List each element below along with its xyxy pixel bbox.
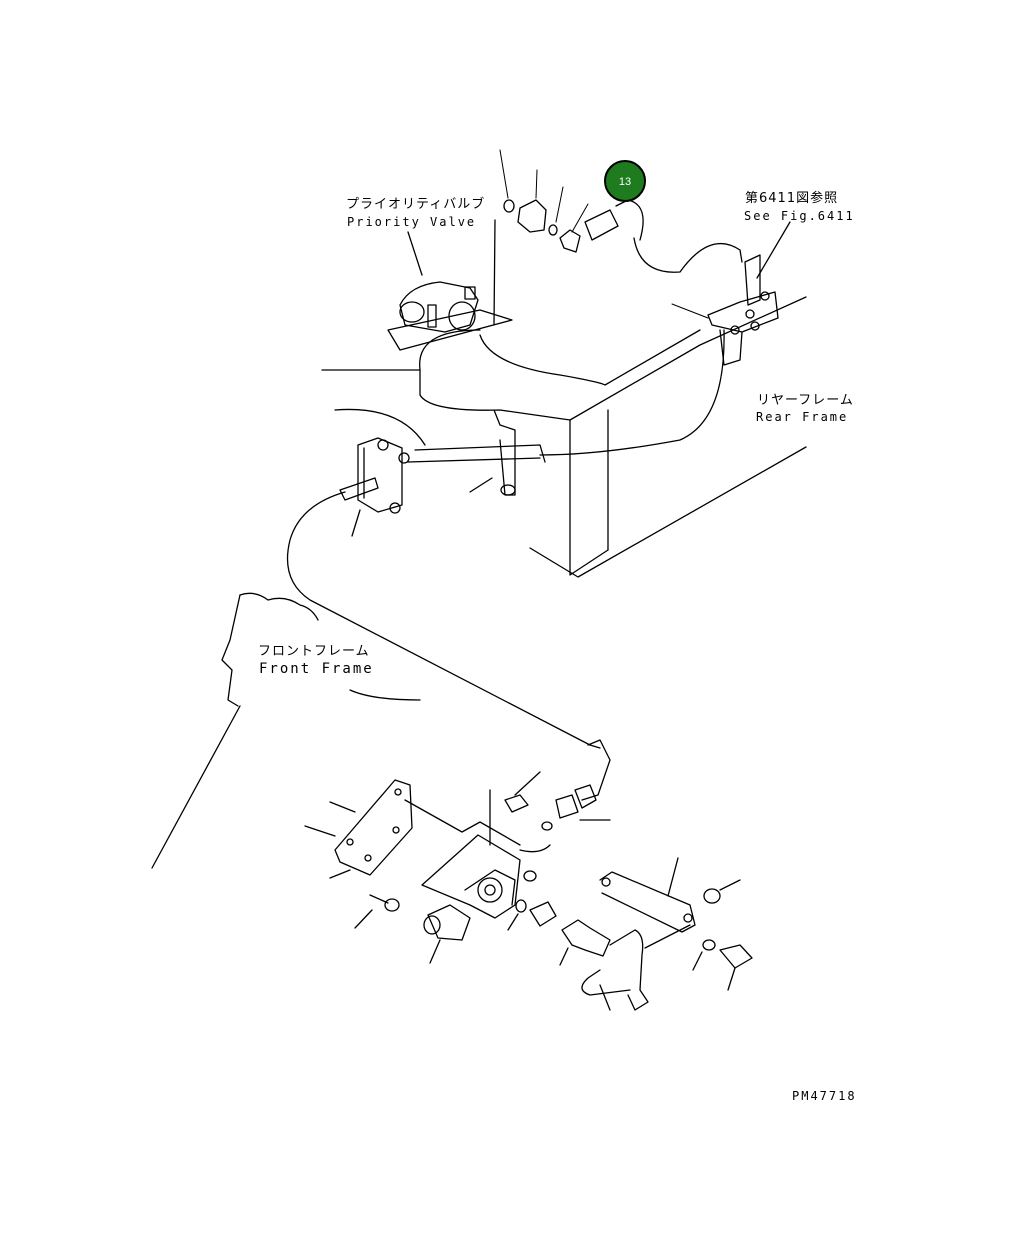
rear-frame-label-jp: リヤーフレーム (757, 393, 854, 408)
part-leader-lines (499, 149, 589, 233)
priority-valve-label-jp: プライオリティバルブ (346, 196, 485, 212)
rear-frame-label-en: Rear Frame (756, 410, 848, 424)
callout-circle (604, 160, 646, 202)
rear-bracket (671, 254, 779, 366)
callout-number: 13 (619, 176, 631, 188)
upper-hose (539, 237, 743, 456)
priority-valve-label-en: Priority Valve (347, 215, 476, 229)
callout-13[interactable]: 13 (604, 160, 646, 202)
front-frame (151, 592, 421, 869)
see-fig-label-jp: 第6411図参照 (745, 190, 838, 206)
center-clamp (469, 409, 516, 496)
lower-assembly (304, 739, 753, 1011)
upper-fittings (503, 199, 644, 253)
priority-valve-leader (407, 231, 423, 276)
long-hose (286, 491, 601, 749)
left-clamp-block (339, 437, 410, 514)
front-frame-label-en: Front Frame (259, 661, 374, 677)
see-fig-leader (756, 221, 791, 279)
drawing-code: PM47718 (792, 1089, 857, 1103)
see-fig-label-en: See Fig.6411 (744, 209, 855, 223)
priority-valve (387, 219, 513, 351)
rear-frame (321, 296, 807, 578)
front-frame-label-jp: フロントフレーム (258, 644, 370, 659)
